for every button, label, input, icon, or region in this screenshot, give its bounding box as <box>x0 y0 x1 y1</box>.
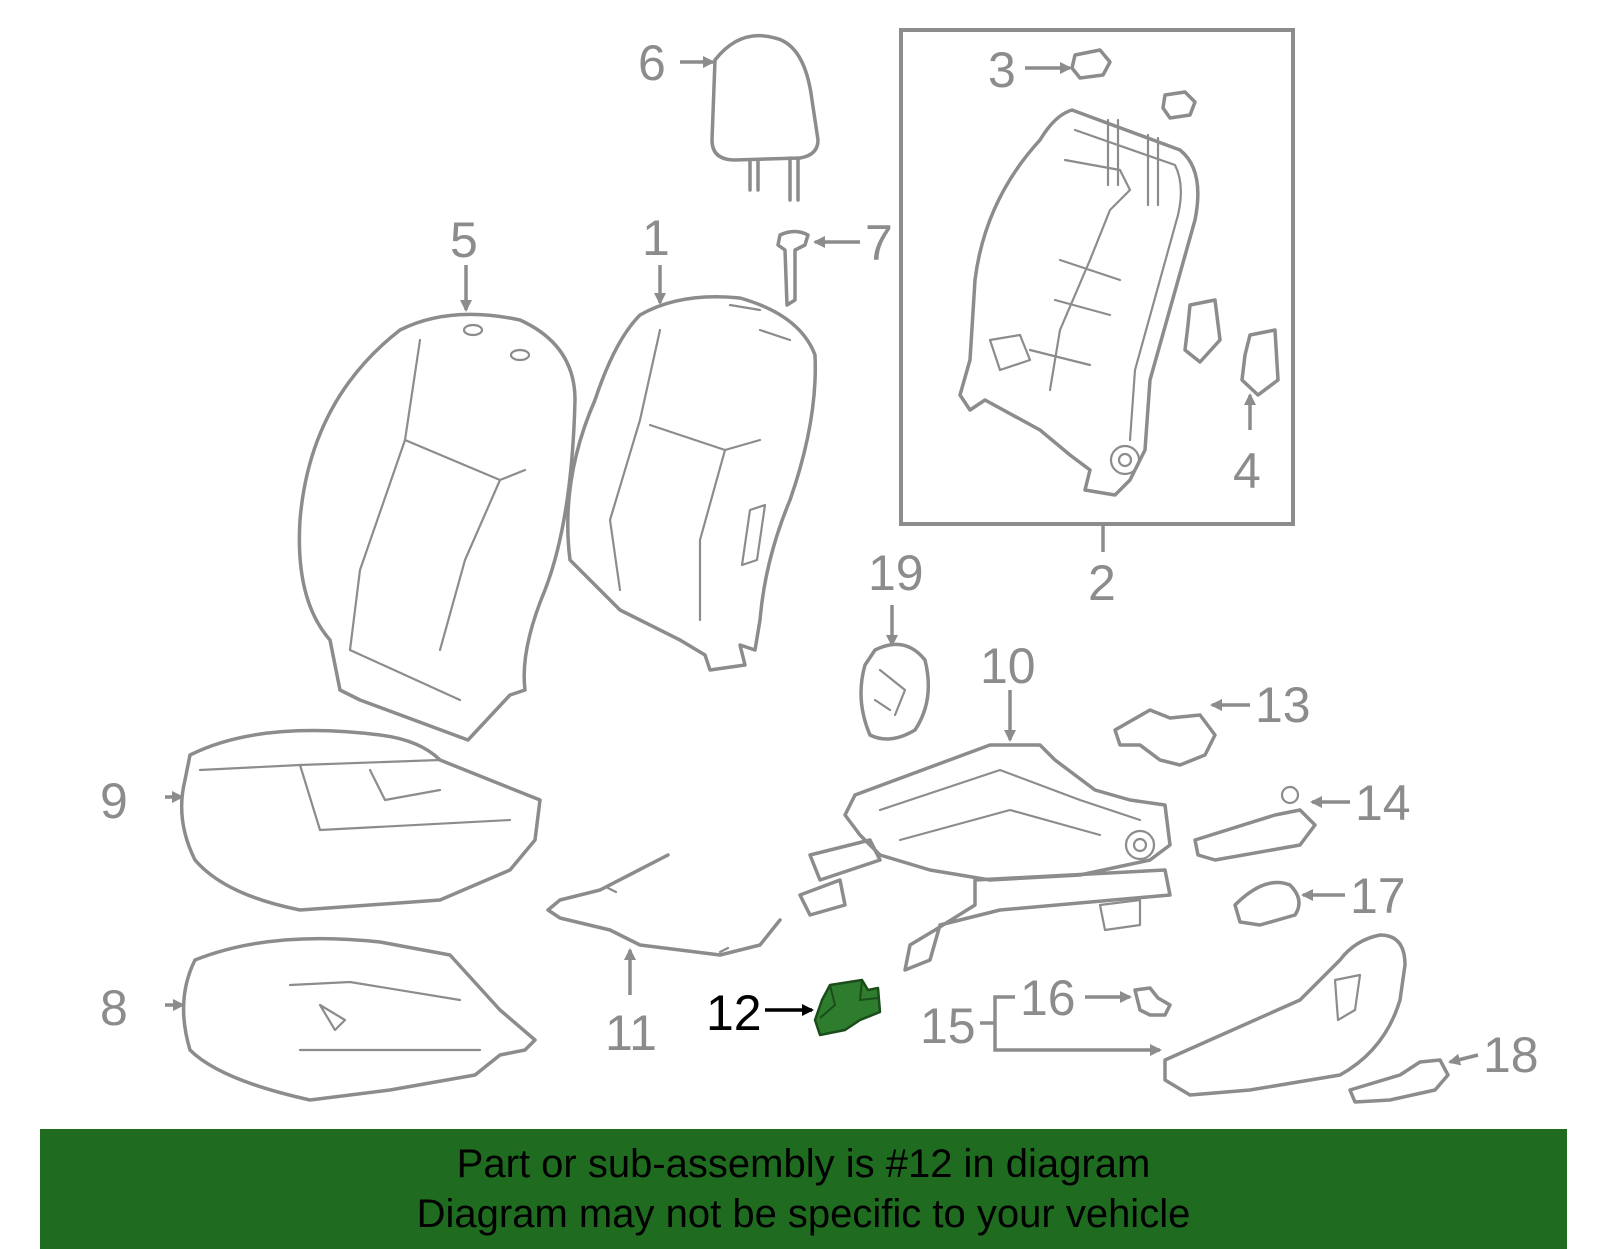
callout-3[interactable]: 3 <box>988 42 1016 98</box>
part-6-headrest <box>710 33 820 202</box>
leader-lines <box>165 56 1479 1066</box>
callout-2[interactable]: 2 <box>1088 555 1116 611</box>
callout-15[interactable]: 15 <box>920 998 976 1054</box>
part-9-cushion-cover <box>179 728 542 912</box>
part-13-bracket <box>1113 708 1217 767</box>
callout-5[interactable]: 5 <box>450 212 478 268</box>
seatback-frame-box <box>899 28 1295 526</box>
seatback-frame <box>958 108 1200 497</box>
info-banner: Part or sub-assembly is #12 in diagram D… <box>40 1129 1567 1249</box>
part-18-handle <box>1348 1058 1450 1104</box>
callout-13[interactable]: 13 <box>1255 677 1311 733</box>
part-11-wire <box>546 853 782 957</box>
part-19-cover <box>859 642 931 741</box>
callout-16[interactable]: 16 <box>1020 970 1076 1026</box>
part-16-screw <box>1133 986 1172 1017</box>
banner-line-1: Part or sub-assembly is #12 in diagram <box>456 1142 1151 1186</box>
part-1-seatback-pad <box>566 295 818 672</box>
callout-12[interactable]: 12 <box>706 985 762 1041</box>
part-12-highlighted[interactable] <box>813 978 882 1037</box>
callout-4[interactable]: 4 <box>1233 443 1261 499</box>
callout-11[interactable]: 11 <box>605 1005 657 1061</box>
part-14-lever <box>1193 785 1317 862</box>
part-15-shield <box>1163 933 1407 1097</box>
callout-7[interactable]: 7 <box>865 215 893 271</box>
part-5-seatback-cover <box>297 312 577 742</box>
callout-1[interactable]: 1 <box>642 210 670 266</box>
part-4-bracket <box>1183 298 1280 397</box>
callout-19[interactable]: 19 <box>868 545 924 601</box>
part-8-cushion-pad <box>181 936 537 1102</box>
part-17-knob <box>1233 880 1301 927</box>
callout-labels: 1 2 3 4 5 6 7 8 9 10 11 12 13 14 15 16 1… <box>100 35 1539 1083</box>
callout-10[interactable]: 10 <box>980 638 1036 694</box>
callout-9[interactable]: 9 <box>100 773 128 829</box>
callout-14[interactable]: 14 <box>1355 775 1411 831</box>
part-3-clip <box>1070 48 1197 120</box>
callout-18[interactable]: 18 <box>1483 1027 1539 1083</box>
callout-6[interactable]: 6 <box>638 35 666 91</box>
part-10-seat-frame <box>798 743 1172 972</box>
callout-8[interactable]: 8 <box>100 980 128 1036</box>
part-7-guide <box>776 229 810 307</box>
banner-line-2: Diagram may not be specific to your vehi… <box>416 1192 1191 1236</box>
callout-17[interactable]: 17 <box>1350 868 1406 924</box>
